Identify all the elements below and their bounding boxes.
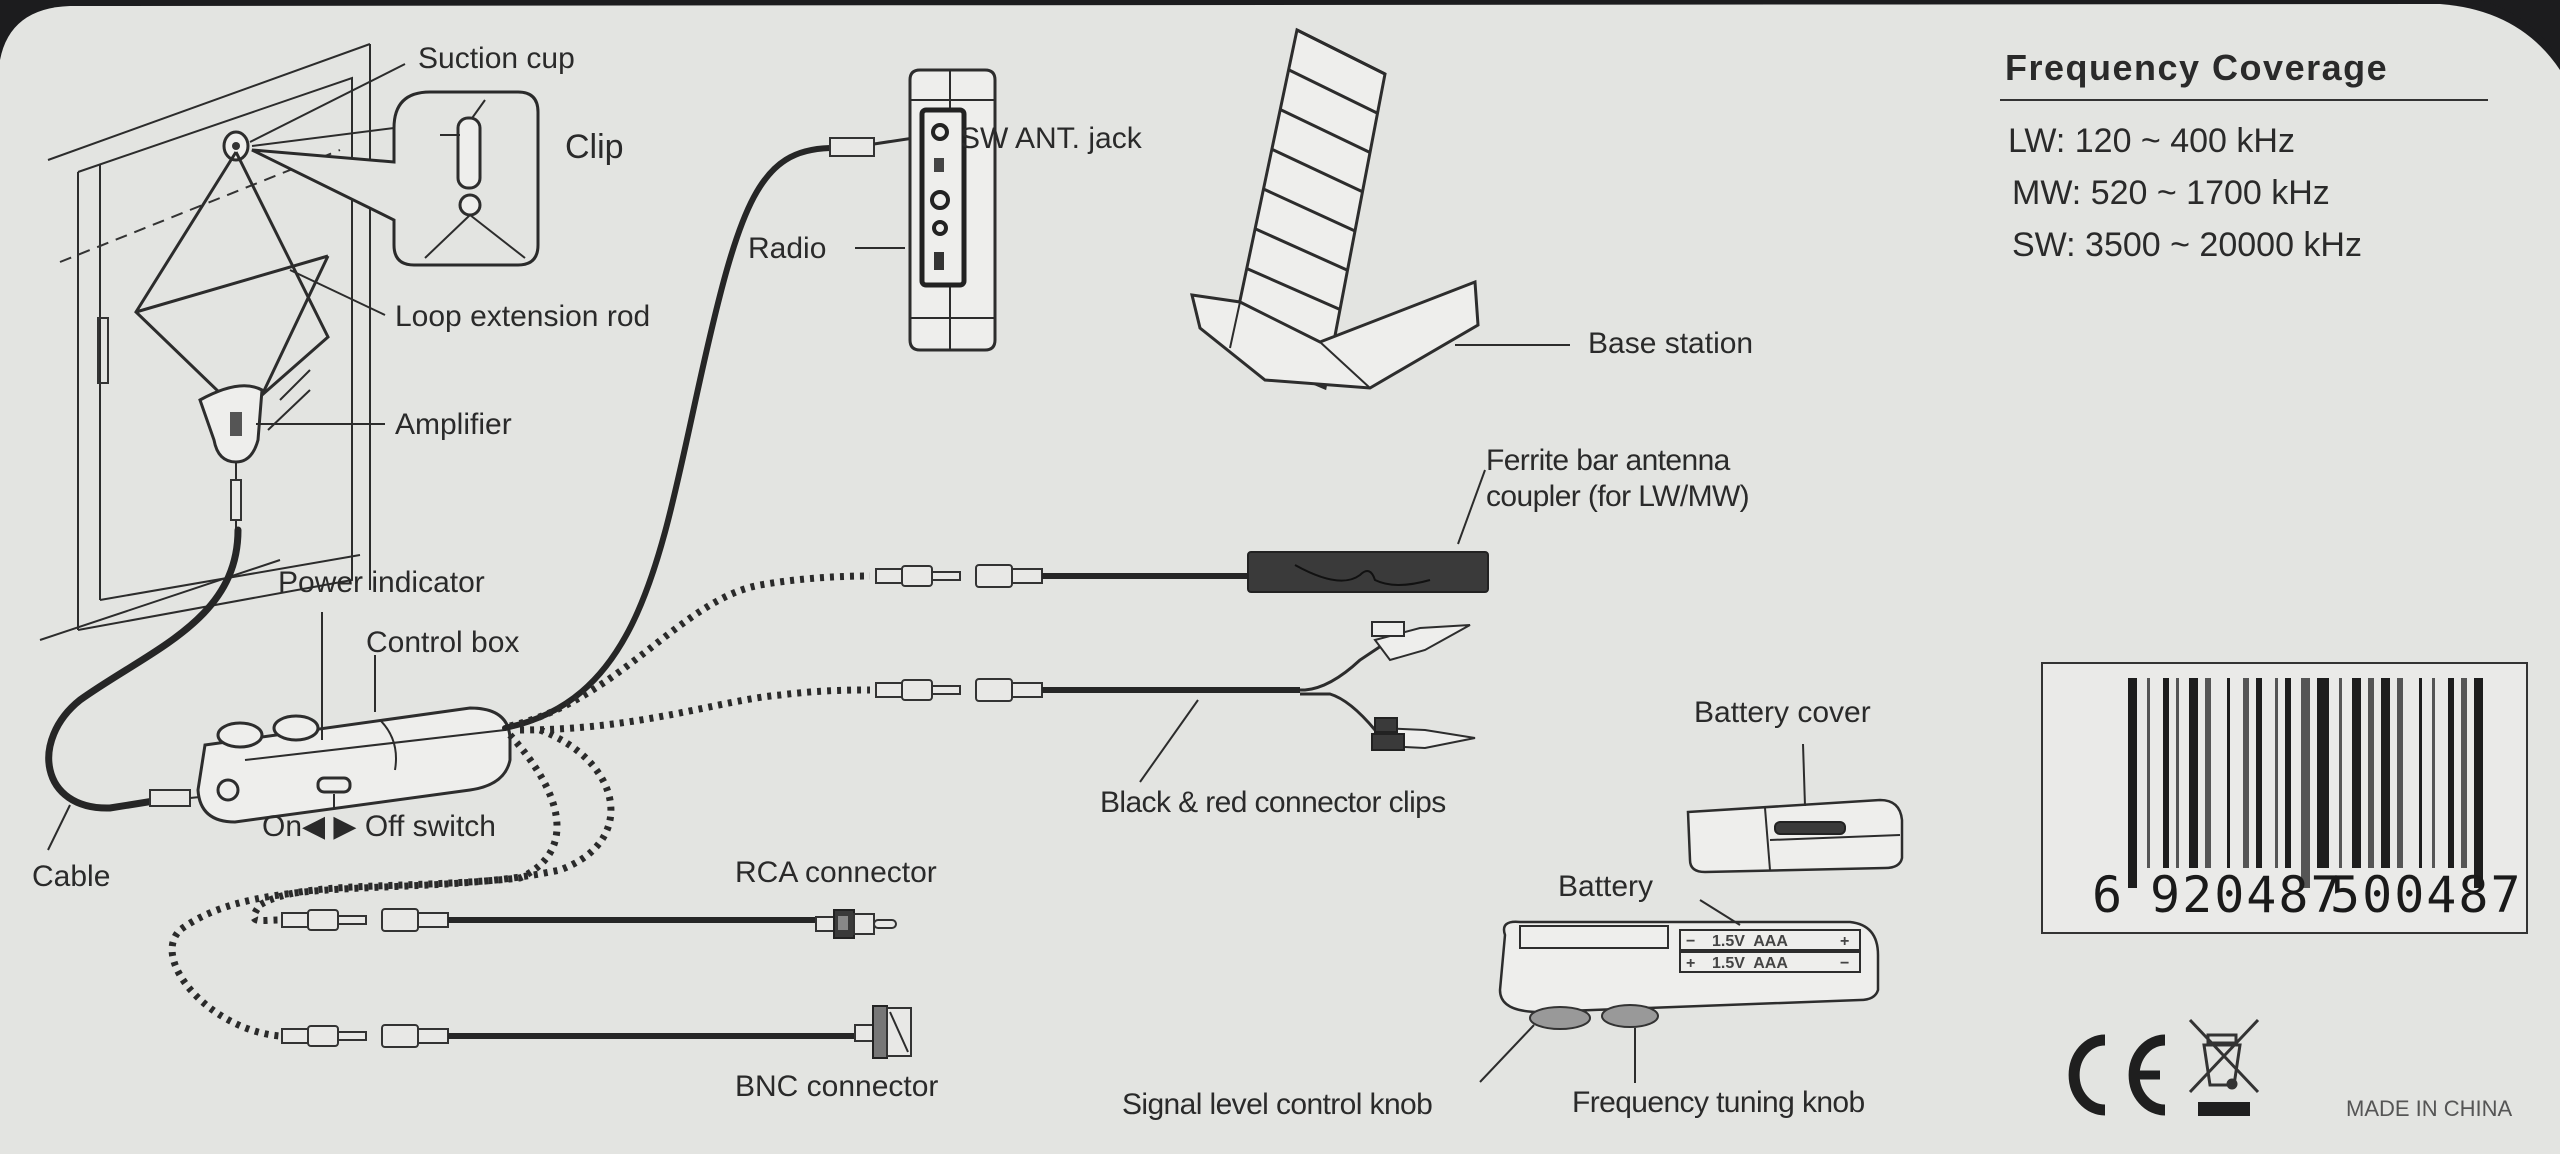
suction-cup-label: Suction cup [418,42,575,75]
barcode-bar [2285,678,2291,868]
base-station-slot [1254,227,1349,272]
base-station-slot [1287,68,1379,115]
barcode-bar [2317,678,2329,868]
barcode-left-digits: 920487 [2150,866,2343,924]
sw-ant-jack[interactable] [931,123,949,141]
barcode-bar [2432,678,2435,868]
barcode-bar [2461,678,2467,868]
battery-cell-2-text: 1.5V AAA [1712,955,1788,972]
amplifier-label: Amplifier [395,408,512,441]
connector-clips [1300,621,1476,751]
bnc-dotted-cable [168,726,615,1040]
battery-cover [1686,798,1904,874]
coupler-dotted-cable [509,572,871,730]
weee-bin-icon [2188,1018,2260,1116]
power-indicator-label: Power indicator [278,566,485,599]
barcode-bar [2339,678,2342,868]
base-station [1190,27,1480,391]
cable-label: Cable [32,860,110,893]
radio-label: Radio [748,232,826,265]
battery-cell-2-right: − [1840,955,1849,972]
coupler-plug-pair [875,564,1248,588]
base-station-slot [1279,108,1371,154]
barcode-bar [2243,678,2249,868]
barcode-bar [2474,678,2483,888]
battery-cells: − 1.5V AAA + + 1.5V AAA − [1679,929,1861,973]
sw-ant-jack-label: SW ANT. jack [960,122,1143,155]
base-station-label: Base station [1588,327,1753,360]
battery-cover-label: Battery cover [1694,696,1871,729]
control-box-label: Control box [366,626,519,659]
clip-inset [251,90,540,267]
clip-label: Clip [565,128,624,166]
barcode-bar [2419,678,2422,868]
barcode-bar [2189,678,2198,868]
barcode-bar [2176,678,2179,868]
radio-cable [502,145,833,731]
base-station-slot [1246,267,1341,311]
bnc-plug-pair [281,1024,855,1048]
barcode-bar [2275,678,2278,868]
signal-level-knob[interactable] [1529,1006,1591,1030]
bnc-connector [854,1005,912,1059]
band-mw: MW: 520 ~ 1700 kHz [2012,174,2330,212]
band-lw: LW: 120 ~ 400 kHz [2008,122,2295,160]
ce-mark-icon [2068,1034,2166,1116]
cable [45,526,242,812]
control-box [196,706,512,824]
band-sw: SW: 3500 ~ 20000 kHz [2012,226,2362,264]
backdrop-corner [2480,0,2560,60]
barcode-bar [2352,678,2361,868]
barcode-bar [2368,678,2374,868]
rca-plug-pair [281,908,816,932]
battery-cell-1-right: + [1840,933,1849,950]
frequency-coverage: Frequency Coverage LW: 120 ~ 400 kHz MW:… [2000,47,2488,264]
battery-cell-1-text: 1.5V AAA [1712,933,1788,950]
radio [908,68,997,352]
battery-label: Battery [1558,870,1653,903]
ferrite-label-line1: Ferrite bar antenna [1486,444,1731,477]
barcode-bar [2448,678,2454,868]
clips-dotted-cable [519,686,871,734]
frequency-tuning-knob[interactable] [1601,1004,1659,1028]
barcode-bar [2128,678,2137,888]
base-station-slot [1271,147,1364,194]
rca-connector-label: RCA connector [735,856,937,889]
base-station-slot [1262,187,1356,233]
barcode-bar [2381,678,2390,868]
barcode: 6 920487 500487 [2041,662,2528,934]
made-in-label: MADE IN CHINA [2346,1096,2513,1121]
barcode-right-digits: 500487 [2330,866,2523,924]
on-off-switch[interactable] [316,776,352,794]
barcode-bar [2256,678,2262,868]
signal-knob-label: Signal level control knob [1122,1088,1432,1121]
barcode-bar [2205,678,2211,868]
barcode-bar [2301,678,2310,888]
on-off-switch-label: On◀ ▶ Off switch [262,810,496,843]
barcode-bar [2147,678,2150,868]
rca-dotted-cable [250,732,561,925]
battery-cell-2-left: + [1686,955,1695,972]
ferrite-label-line2: coupler (for LW/MW) [1486,480,1749,513]
battery-pack: − 1.5V AAA + + 1.5V AAA − [1498,920,1880,1030]
clips-plug-pair [875,678,1300,702]
frequency-coverage-title: Frequency Coverage [2005,47,2388,88]
barcode-first-digit: 6 [2092,866,2122,924]
battery-cell-1-left: − [1686,933,1695,950]
barcode-bar [2227,678,2230,868]
barcode-bar [2397,678,2403,868]
frequency-knob-label: Frequency tuning knob [1572,1086,1865,1119]
connector-clips-label: Black & red connector clips [1100,786,1446,819]
window-frame [39,43,371,641]
loop-extension-rod-label: Loop extension rod [395,300,650,333]
rca-connector [815,909,897,939]
barcode-bar [2163,678,2169,868]
bnc-connector-label: BNC connector [735,1070,938,1103]
